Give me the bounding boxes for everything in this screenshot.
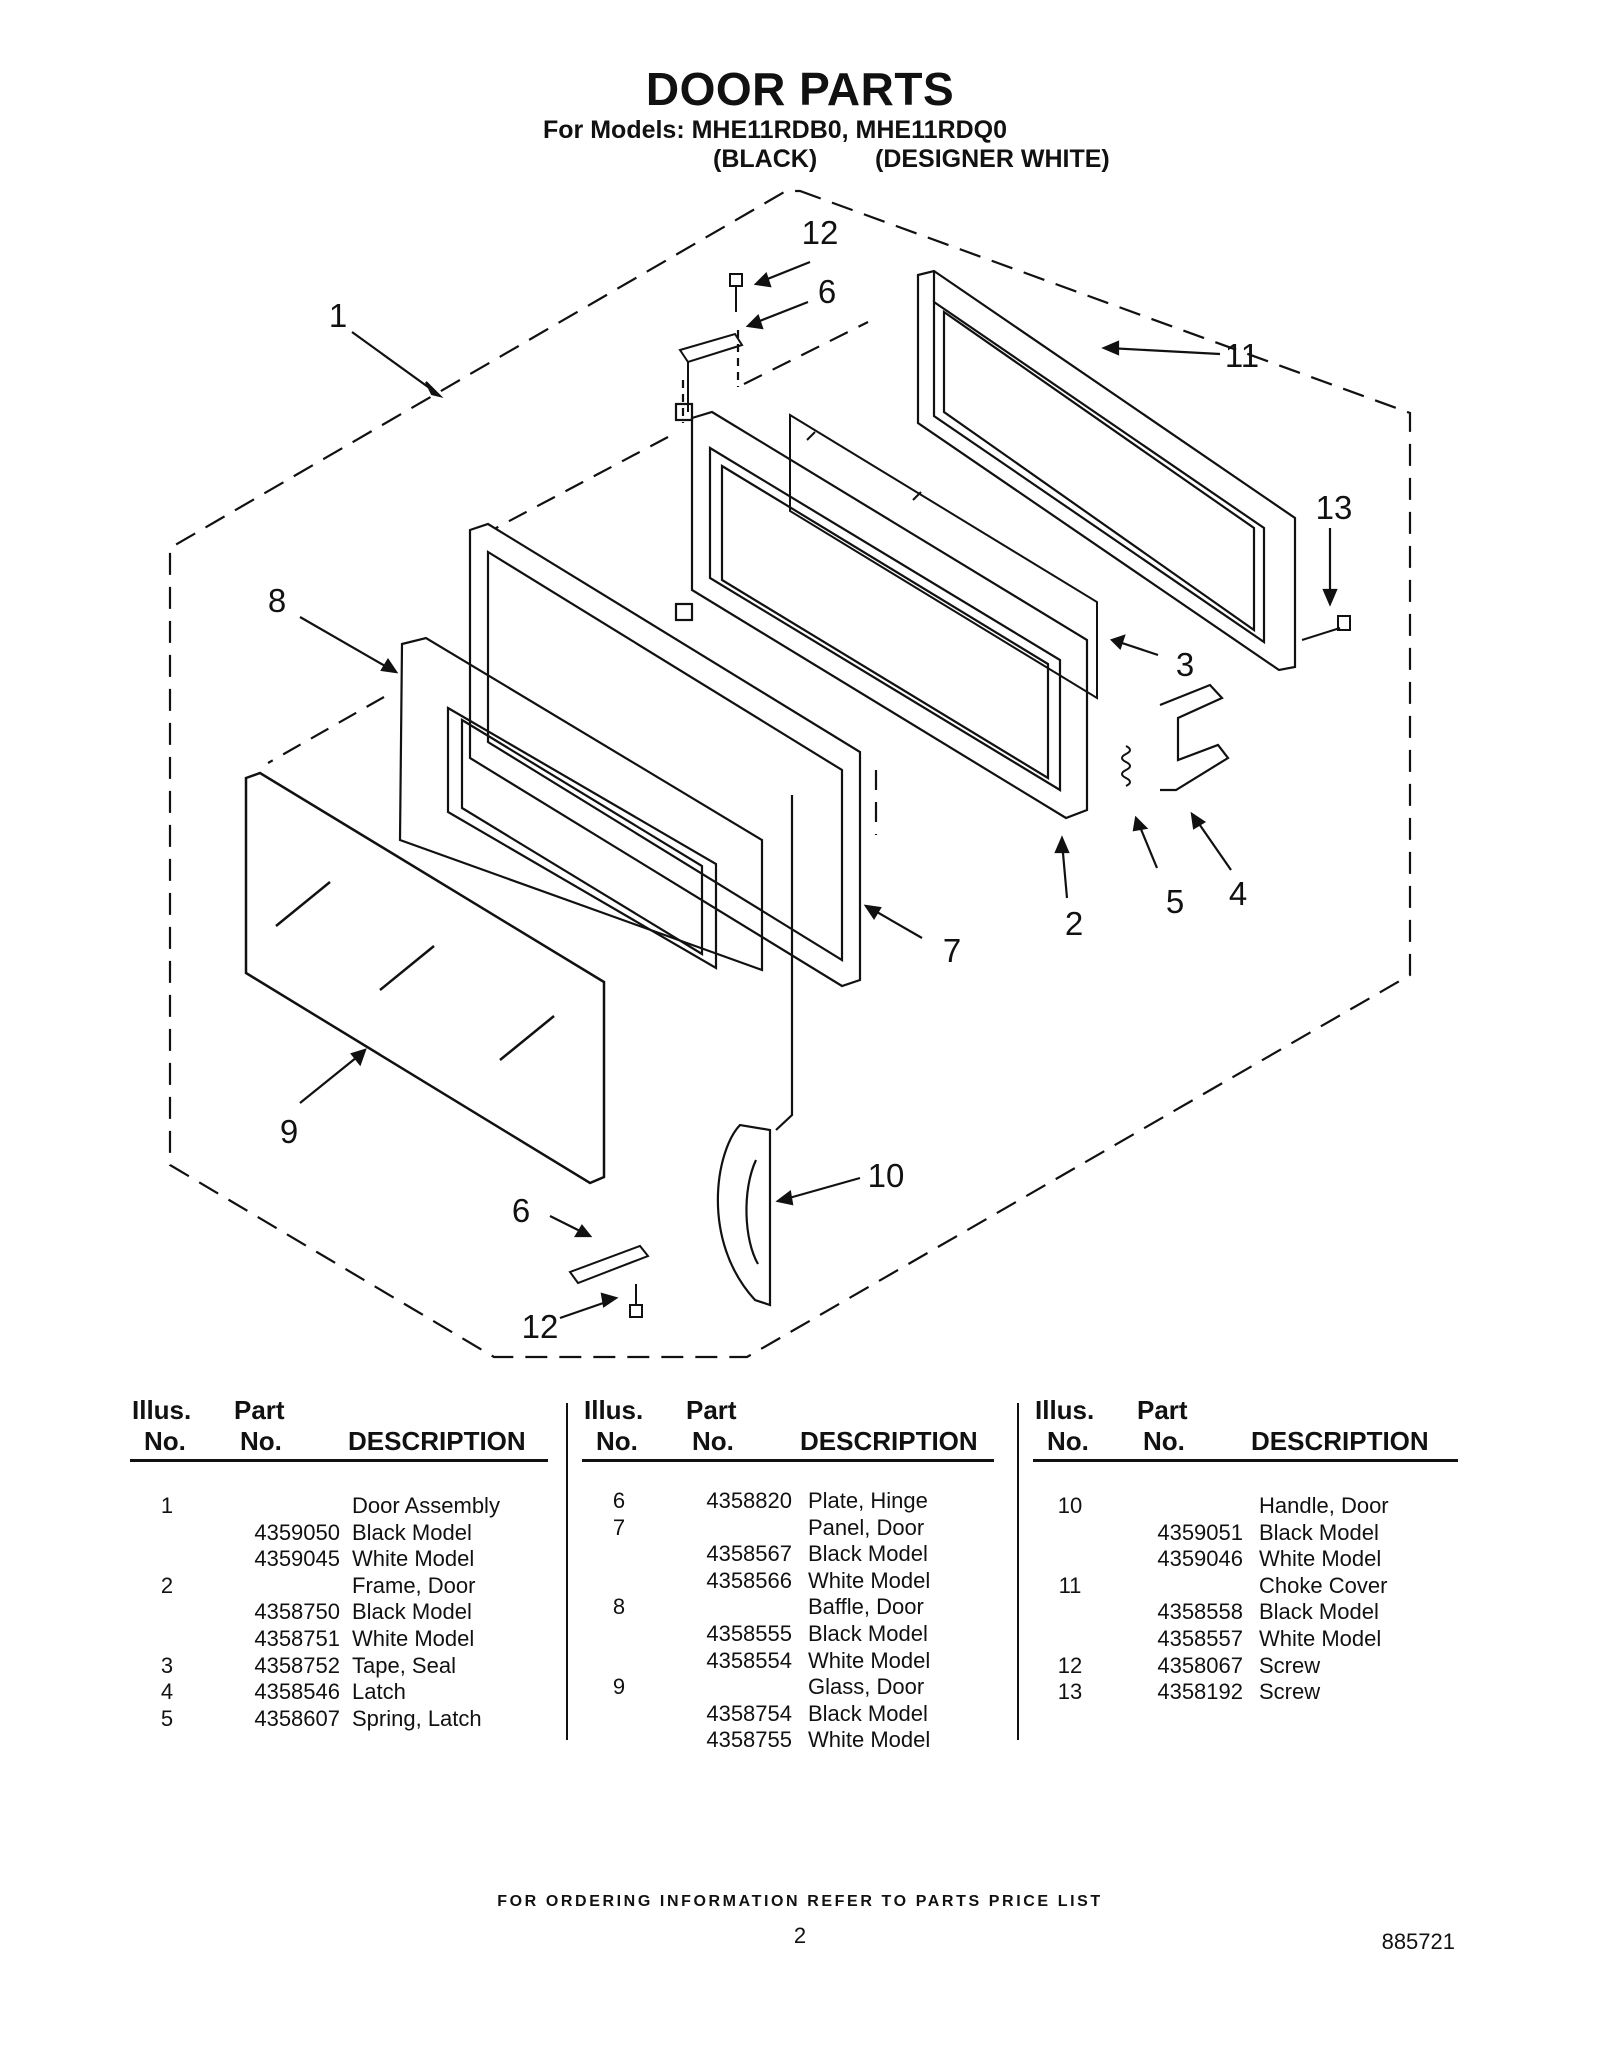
door-panel-part bbox=[468, 522, 862, 988]
header-description: DESCRIPTION bbox=[800, 1426, 978, 1456]
latch-part bbox=[1159, 683, 1230, 792]
callout-4: 4 bbox=[1229, 875, 1247, 912]
assembly-boundary bbox=[168, 189, 1412, 1359]
callout-2: 2 bbox=[1065, 905, 1083, 942]
document-number: 885721 bbox=[1381, 1929, 1455, 1954]
header-description: DESCRIPTION bbox=[348, 1426, 526, 1456]
column-divider bbox=[566, 1403, 568, 1740]
callout-9: 9 bbox=[280, 1113, 298, 1150]
callout-6-top: 6 bbox=[818, 273, 836, 310]
header-illus-no: Illus. No. bbox=[584, 1395, 644, 1456]
color-white-label: (DESIGNER WHITE) bbox=[875, 145, 1110, 173]
header-rule bbox=[1033, 1459, 1458, 1462]
header-part-no: Part No. bbox=[234, 1395, 285, 1456]
screw-right-part bbox=[1301, 615, 1351, 641]
callout-12-bottom: 12 bbox=[522, 1308, 559, 1345]
exploded-parts-diagram: 1 2 3 4 5 6 6 7 8 9 10 11 12 12 13 bbox=[168, 189, 1412, 1359]
header-rule bbox=[130, 1459, 548, 1462]
callout-7: 7 bbox=[943, 932, 961, 969]
tape-seal-part bbox=[789, 413, 1098, 700]
callout-1: 1 bbox=[329, 297, 347, 334]
hinge-plate-top-part bbox=[678, 332, 744, 412]
column-divider bbox=[1017, 1403, 1019, 1740]
spring-part bbox=[1121, 745, 1131, 787]
door-handle-part bbox=[716, 1123, 772, 1307]
page-title: DOOR PARTS bbox=[645, 63, 955, 115]
header-illus-no: Illus. No. bbox=[1035, 1395, 1095, 1456]
door-baffle-part bbox=[398, 636, 764, 972]
hinge-plate-bottom-part bbox=[568, 1244, 650, 1285]
header-rule bbox=[582, 1459, 994, 1462]
callout-3: 3 bbox=[1176, 646, 1194, 683]
page-number: 2 bbox=[793, 1923, 807, 1948]
callout-5: 5 bbox=[1166, 883, 1184, 920]
callout-10: 10 bbox=[868, 1157, 905, 1194]
screw-top-part bbox=[729, 273, 743, 312]
color-black-label: (BLACK) bbox=[713, 145, 818, 173]
header-description: DESCRIPTION bbox=[1251, 1426, 1429, 1456]
header-illus-no: Illus. No. bbox=[132, 1395, 192, 1456]
ordering-note: FOR ORDERING INFORMATION REFER TO PARTS … bbox=[497, 1893, 1103, 1910]
header-part-no: Part No. bbox=[686, 1395, 737, 1456]
callout-13: 13 bbox=[1316, 489, 1353, 526]
door-frame-part bbox=[674, 402, 1089, 820]
callout-12-top: 12 bbox=[802, 214, 839, 251]
choke-cover-part bbox=[916, 269, 1297, 672]
callout-8: 8 bbox=[268, 582, 286, 619]
header-part-no: Part No. bbox=[1137, 1395, 1188, 1456]
models-line: For Models: MHE11RDB0, MHE11RDQ0 bbox=[543, 116, 1007, 144]
callout-11: 11 bbox=[1225, 337, 1259, 374]
door-glass-part bbox=[244, 771, 606, 1185]
screw-bottom-part bbox=[629, 1284, 643, 1318]
callout-6-bottom: 6 bbox=[512, 1192, 530, 1229]
